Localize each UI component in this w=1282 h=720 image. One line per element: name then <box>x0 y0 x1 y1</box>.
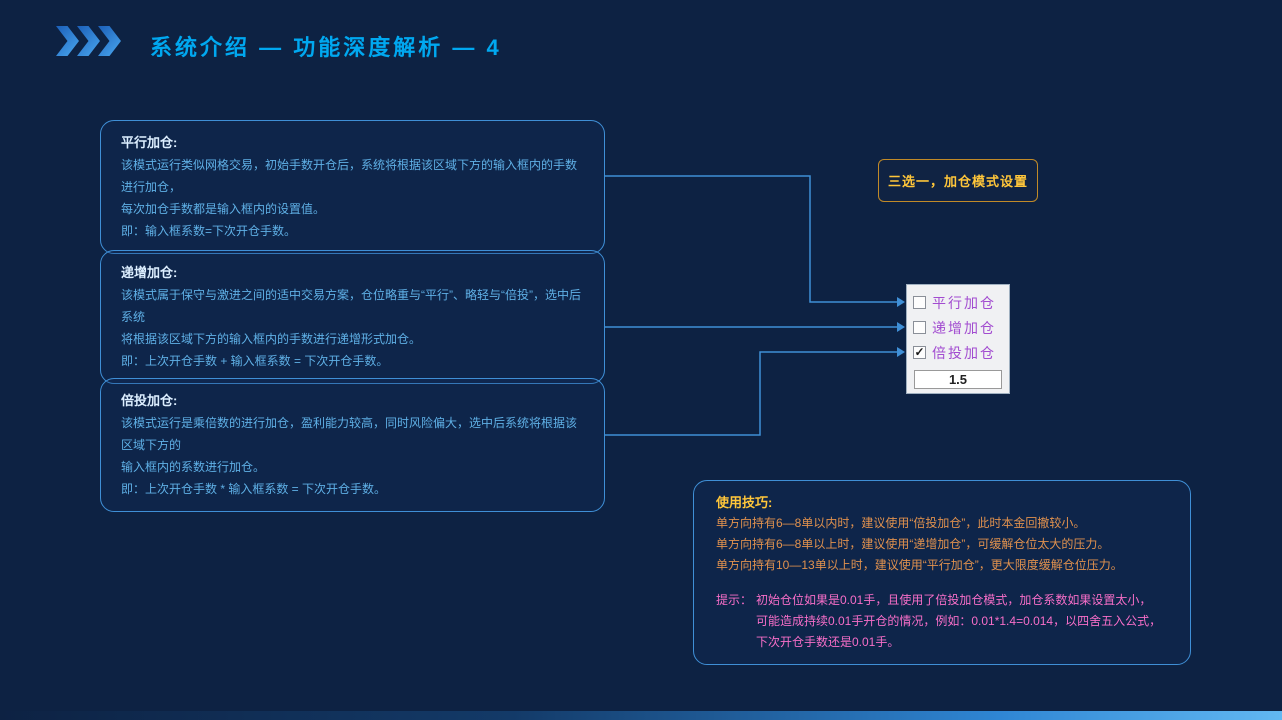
option-row-incremental[interactable]: 递增加仓 <box>913 315 1003 340</box>
info-box-title: 递增加仓: <box>121 265 178 280</box>
note-line: 下次开仓手数还是0.01手。 <box>756 635 900 649</box>
tips-title: 使用技巧: <box>716 495 773 510</box>
option-row-martingale[interactable]: ✓ 倍投加仓 <box>913 340 1003 365</box>
info-box-line: 即：输入框系数=下次开仓手数。 <box>121 224 297 238</box>
page-title: 系统介绍 — 功能深度解析 — 4 <box>150 35 502 60</box>
tips-spacer <box>716 576 1168 590</box>
note-line: 提示：初始仓位如果是0.01手，且使用了倍投加仓模式，加仓系数如果设置太小， <box>716 590 1168 611</box>
checkbox-parallel[interactable] <box>913 296 926 309</box>
chevron-icon <box>56 26 79 56</box>
info-box-line: 即：上次开仓手数 + 输入框系数 = 下次开仓手数。 <box>121 354 389 368</box>
bottom-gradient-bar <box>0 711 1282 720</box>
info-box-line: 即：上次开仓手数 * 输入框系数 = 下次开仓手数。 <box>121 482 387 496</box>
tip-line: 单方向持有6—8单以上时，建议使用“递增加仓”，可缓解仓位太大的压力。 <box>716 537 1110 551</box>
checkbox-incremental[interactable] <box>913 321 926 334</box>
chevron-icon <box>77 26 100 56</box>
info-box-title: 平行加仓: <box>121 135 178 150</box>
info-box-parallel: 平行加仓: 该模式运行类似网格交易，初始手数开仓后，系统将根据该区域下方的输入框… <box>100 120 605 254</box>
info-box-line: 该模式运行类似网格交易，初始手数开仓后，系统将根据该区域下方的输入框内的手数进行… <box>121 158 578 194</box>
mode-selection-panel: 平行加仓 递增加仓 ✓ 倍投加仓 <box>906 284 1010 394</box>
option-label: 平行加仓 <box>932 294 996 311</box>
tip-line: 单方向持有6—8单以内时，建议使用“倍投加仓”，此时本金回撤较小。 <box>716 516 1086 530</box>
info-box-title: 倍投加仓: <box>121 393 178 408</box>
info-box-line: 将根据该区域下方的输入框内的手数进行递增形式加仓。 <box>121 332 422 346</box>
info-box-martingale: 倍投加仓: 该模式运行是乘倍数的进行加仓，盈利能力较高，同时风险偏大，选中后系统… <box>100 378 605 512</box>
title-chevrons <box>56 26 121 56</box>
info-box-line: 该模式属于保守与激进之间的适中交易方案，仓位略重与“平行”、略轻与“倍投”，选中… <box>121 288 581 324</box>
option-label: 倍投加仓 <box>932 344 996 361</box>
note-text: 初始仓位如果是0.01手，且使用了倍投加仓模式，加仓系数如果设置太小， <box>756 593 1152 607</box>
connector-martingale <box>605 351 897 436</box>
usage-tips-box: 使用技巧: 单方向持有6—8单以内时，建议使用“倍投加仓”，此时本金回撤较小。 … <box>693 480 1191 665</box>
tip-line: 单方向持有10—13单以上时，建议使用“平行加仓”，更大限度缓解仓位压力。 <box>716 558 1123 572</box>
connector-parallel <box>605 175 897 303</box>
arrowhead-parallel-icon <box>897 297 905 307</box>
arrowhead-incremental-icon <box>897 322 905 332</box>
chevron-icon <box>98 26 121 56</box>
info-box-line: 输入框内的系数进行加仓。 <box>121 460 266 474</box>
mode-setting-label: 三选一，加仓模式设置 <box>878 159 1038 202</box>
note-label: 提示： <box>716 593 753 607</box>
arrowhead-martingale-icon <box>897 347 905 357</box>
info-box-line: 该模式运行是乘倍数的进行加仓，盈利能力较高，同时风险偏大，选中后系统将根据该区域… <box>121 416 578 452</box>
info-box-line: 每次加仓手数都是输入框内的设置值。 <box>121 202 326 216</box>
info-box-incremental: 递增加仓: 该模式属于保守与激进之间的适中交易方案，仓位略重与“平行”、略轻与“… <box>100 250 605 384</box>
note-line: 可能造成持续0.01手开仓的情况，例如：0.01*1.4=0.014，以四舍五入… <box>756 614 1162 628</box>
multiplier-input[interactable] <box>914 370 1002 389</box>
option-label: 递增加仓 <box>932 319 996 336</box>
option-row-parallel[interactable]: 平行加仓 <box>913 290 1003 315</box>
checkbox-martingale[interactable]: ✓ <box>913 345 926 359</box>
